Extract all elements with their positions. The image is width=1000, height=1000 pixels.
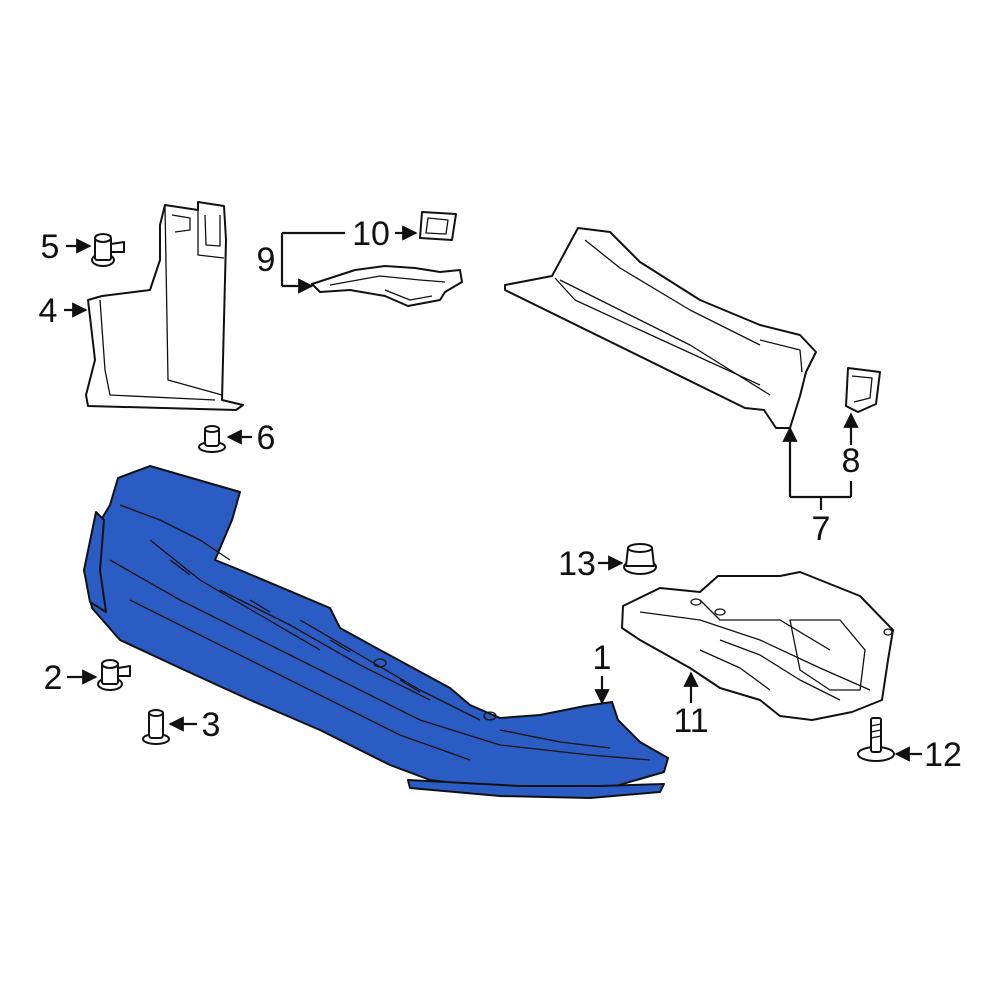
part-5-bolt: [91, 233, 125, 267]
callout-6: 6: [257, 419, 276, 457]
part-10-clip: [419, 211, 457, 241]
callout-4: 4: [39, 292, 58, 330]
callout-8: 8: [842, 442, 861, 480]
callout-2: 2: [44, 659, 63, 697]
part-11-center-shield: [621, 571, 894, 721]
callout-3: 3: [202, 706, 221, 744]
part-9-air-duct: [311, 265, 463, 307]
callout-9: 9: [257, 241, 276, 279]
part-12-bolt: [857, 717, 895, 762]
callout-1: 1: [593, 639, 612, 677]
leader-lines: [64, 225, 922, 762]
callout-10: 10: [352, 215, 390, 253]
part-1-splash-shield: [83, 465, 669, 799]
part-8-bracket: [845, 367, 881, 413]
part-6-push-pin: [198, 425, 226, 453]
callout-13: 13: [558, 545, 596, 583]
part-2-bolt: [97, 659, 131, 691]
callout-12: 12: [924, 736, 962, 774]
callout-11: 11: [673, 702, 708, 740]
part-4-side-deflector: [85, 201, 244, 411]
part-7-upper-cover: [504, 227, 817, 429]
callout-7: 7: [812, 510, 831, 548]
callout-labels: 5 4 6 9 10 8 7 1 2 3 13 11 12: [39, 215, 962, 774]
part-13-nut: [623, 543, 657, 575]
part-3-push-pin: [142, 709, 170, 745]
callout-5: 5: [41, 228, 60, 266]
